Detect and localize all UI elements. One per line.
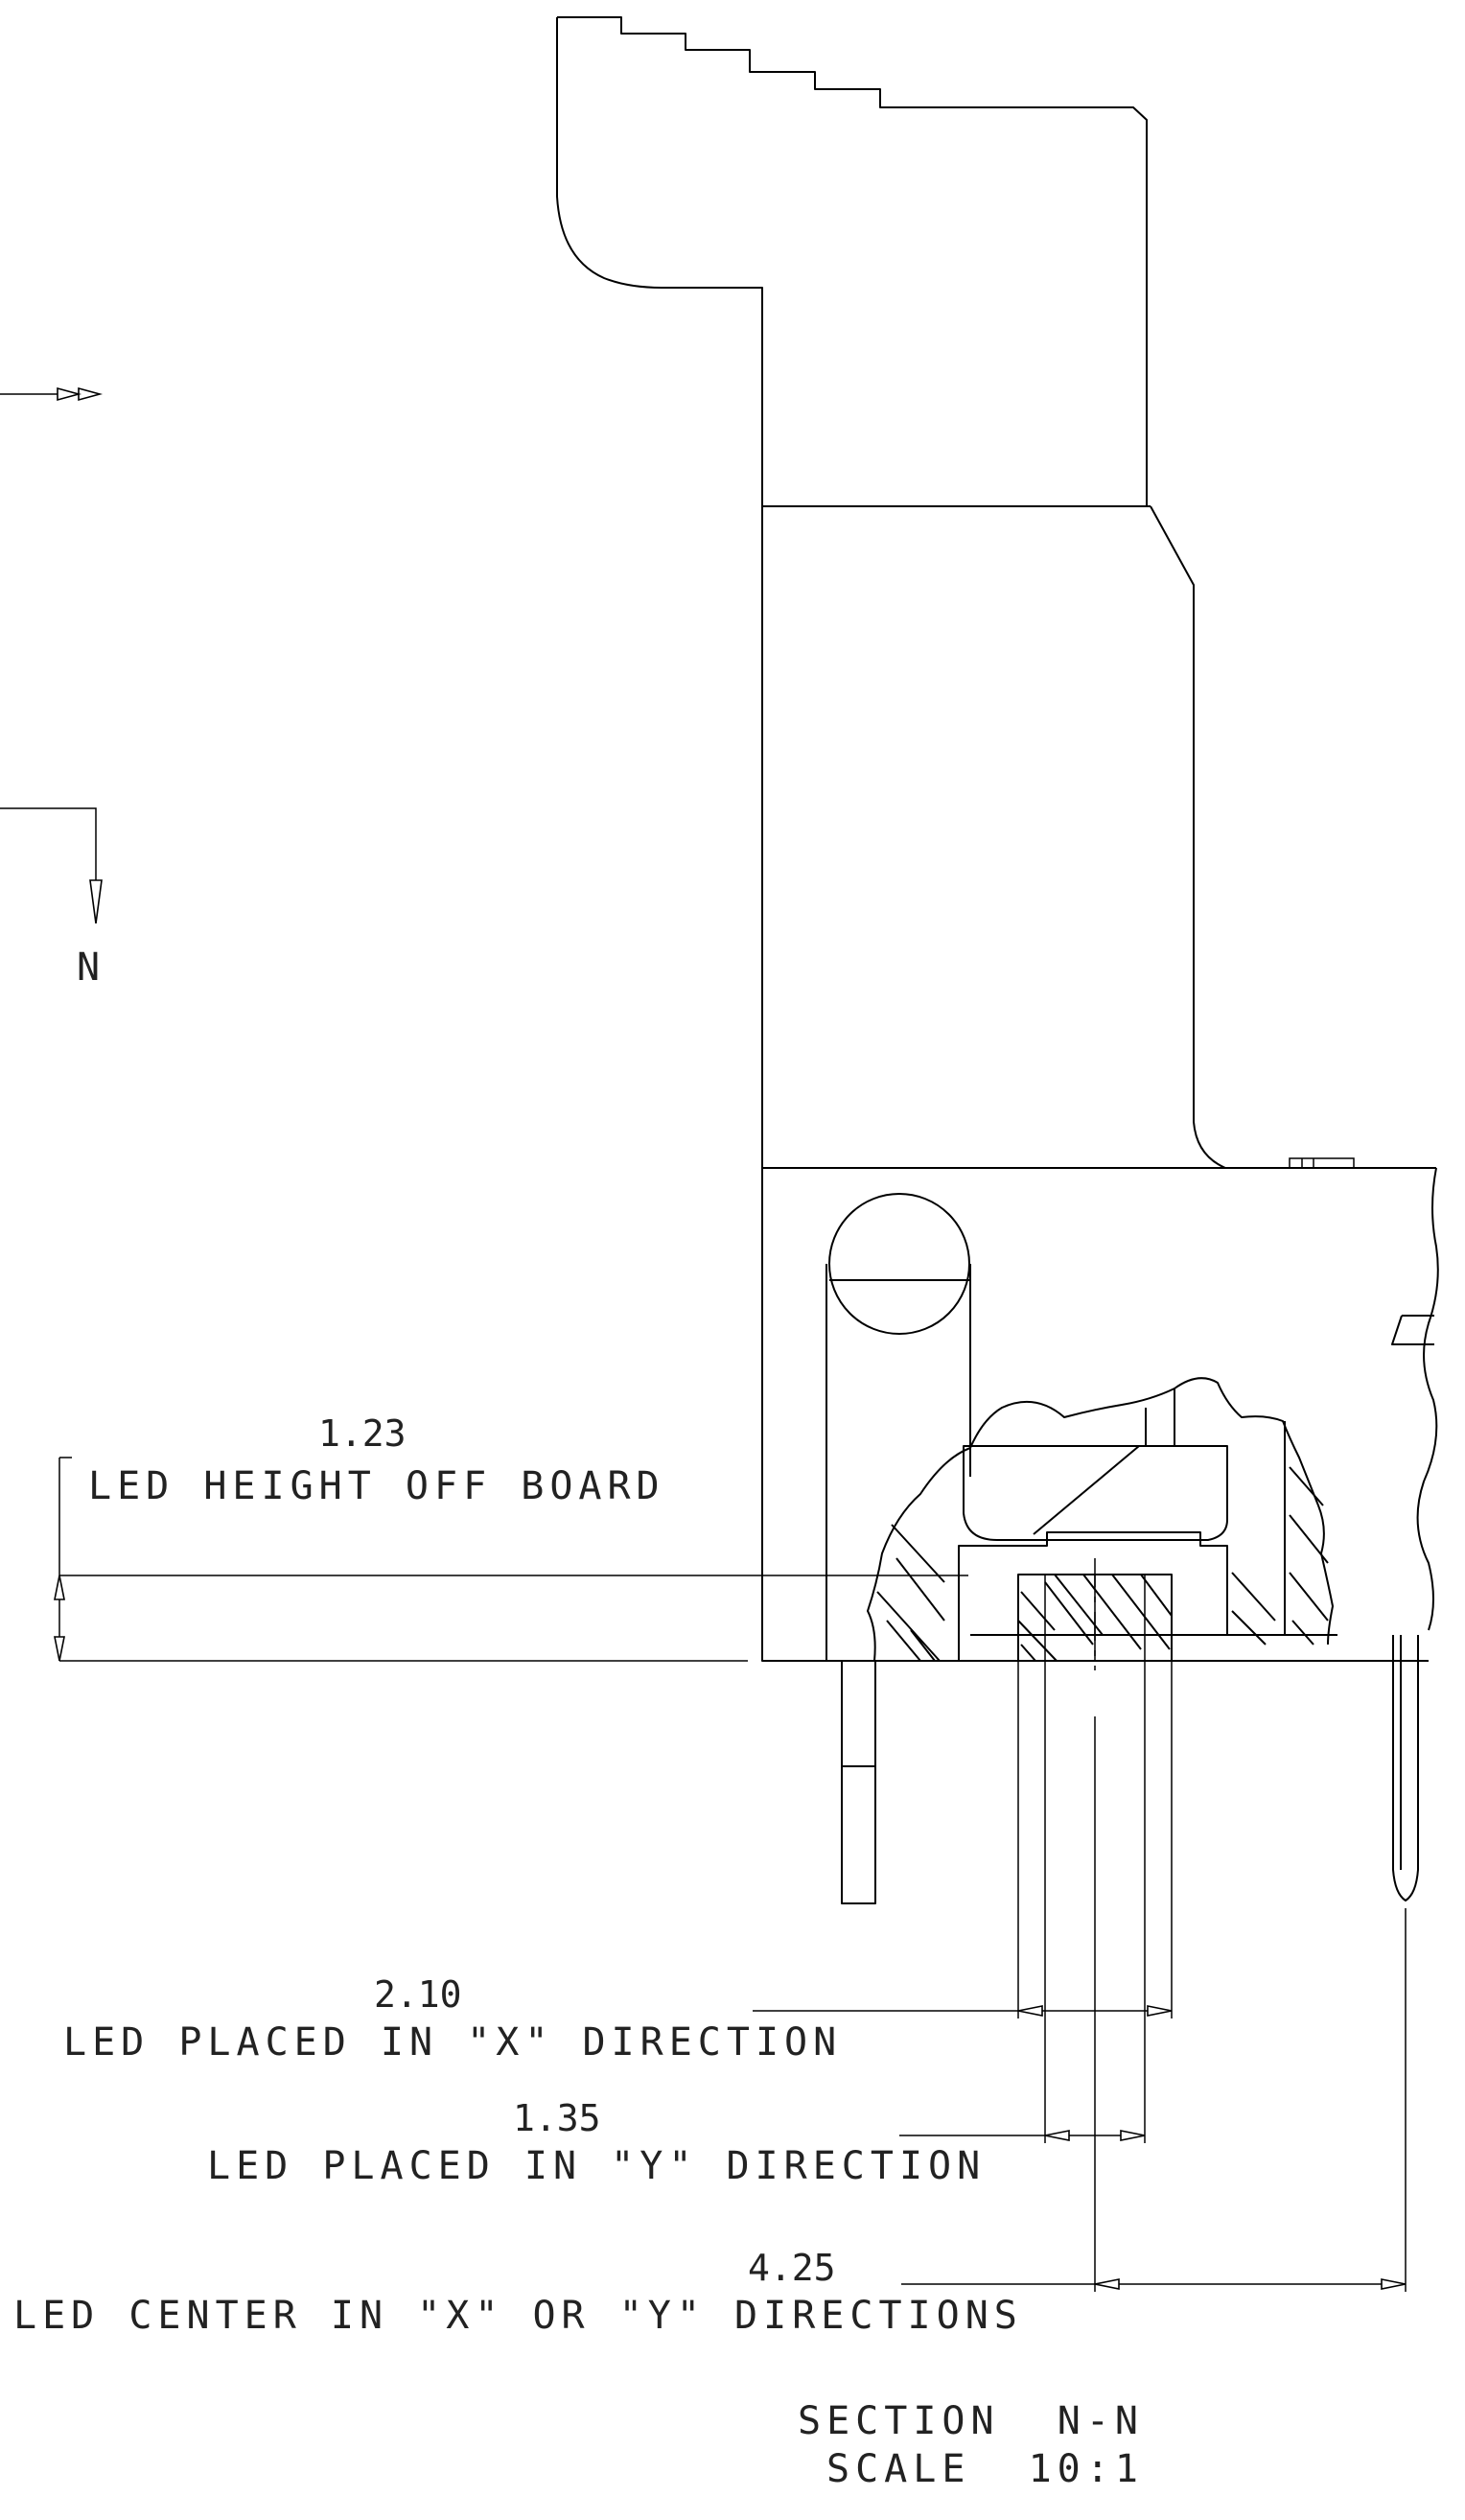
left-pin (841, 1661, 876, 1904)
wall-hatch-right (1231, 1466, 1329, 1645)
dim-x-arrows (1017, 2005, 1173, 2017)
housing-base-bottom-line (761, 1168, 1429, 1662)
housing-body-outline (761, 505, 1226, 1169)
dim-height-label: LED HEIGHT OFF BOARD (88, 1464, 665, 1508)
light-pipe-circle (828, 1193, 970, 1335)
dim-height-value: 1.23 (318, 1412, 407, 1455)
dim-y-arrows (1044, 2130, 1146, 2141)
section-cut-line (0, 807, 97, 880)
top-bump (1289, 1157, 1355, 1168)
break-line-right (1416, 1167, 1439, 1631)
dim-center-arrows (1094, 2278, 1407, 2290)
dim-y-label: LED PLACED IN "Y" DIRECTION (207, 2144, 986, 2188)
section-marker-letter: N (77, 945, 105, 990)
inner-wall-right (1145, 1388, 1286, 1635)
dim-y-value: 1.35 (513, 2097, 601, 2139)
dim-x-value: 2.10 (374, 1973, 462, 2016)
right-notch (1391, 1315, 1434, 1345)
ext-lines-led (1017, 1661, 1407, 2292)
dim-height-ext-lines (58, 1457, 968, 1662)
section-scale: SCALE 10:1 (826, 2447, 1144, 2491)
dim-height-arrows (54, 1575, 65, 1662)
dim-center-value: 4.25 (748, 2247, 836, 2289)
housing-top-outline (556, 16, 1148, 506)
breakout-outline (867, 1377, 1334, 1662)
dim-center-label: LED CENTER IN "X" OR "Y" DIRECTIONS (13, 2294, 1023, 2338)
wall-hatch-left (876, 1524, 945, 1662)
section-arrow-down-head (89, 879, 103, 924)
led-chip-hatch (1017, 1574, 1173, 1662)
section-arrow-top-head (57, 386, 104, 402)
right-pin (1392, 1635, 1419, 1902)
section-title: SECTION N-N (798, 2399, 1144, 2443)
dim-x-label: LED PLACED IN "X" DIRECTION (63, 2020, 842, 2065)
inner-wall-left (958, 1531, 1228, 1661)
led-lens (963, 1445, 1228, 1541)
led-lens-diagonal (1033, 1445, 1140, 1535)
